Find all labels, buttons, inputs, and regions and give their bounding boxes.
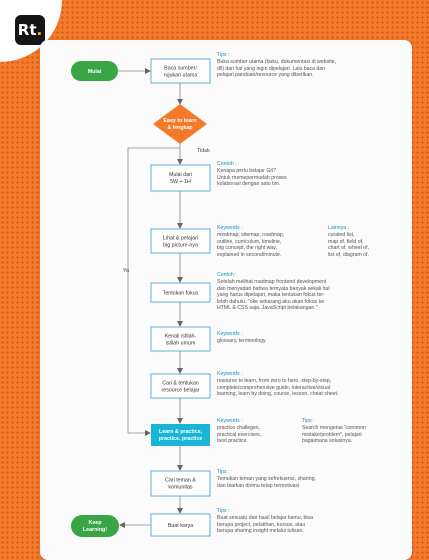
edge-label-no: Tidak: [197, 148, 210, 154]
connectors: [118, 68, 183, 528]
svg-text:Keep: Keep: [89, 520, 103, 526]
step-read-sources: Baca sumber/ rujukan utama: [150, 58, 211, 84]
svg-text:Cari & tentukan: Cari & tentukan: [162, 381, 199, 387]
step-create-work: Buat karya: [150, 513, 211, 537]
svg-text:Learning!: Learning!: [83, 527, 107, 533]
step-find-resources: Cari & tentukan resource belajar: [150, 373, 211, 399]
svg-text:Mulai: Mulai: [88, 69, 102, 75]
svg-text:& lengkap: & lengkap: [167, 125, 193, 131]
start-node: Mulai: [71, 61, 118, 81]
svg-text:big picture-nya: big picture-nya: [163, 243, 198, 249]
note-5w1h: Contoh : Kenapa perlu belajar Git? Untuk…: [217, 161, 287, 188]
svg-text:Lihat & pelajari: Lihat & pelajari: [163, 236, 198, 242]
edge-label-yes: Ya: [123, 268, 129, 274]
note-determine-focus: Contoh : Setelah melihat roadmap fronten…: [217, 272, 330, 312]
step-big-picture: Lihat & pelajari big picture-nya: [150, 228, 211, 254]
step-determine-focus: Tentukan fokus: [150, 282, 211, 303]
note-big-picture-others: Lainnya : curated list, map of, field of…: [328, 225, 369, 258]
svg-text:resource belajar: resource belajar: [162, 388, 200, 394]
svg-text:Tentukan fokus: Tentukan fokus: [163, 291, 199, 297]
svg-text:Mulai dari: Mulai dari: [169, 172, 192, 178]
svg-text:Easy to learn: Easy to learn: [164, 118, 197, 124]
svg-text:komunitas: komunitas: [168, 485, 192, 491]
svg-text:5W + 1H: 5W + 1H: [170, 179, 191, 185]
note-big-picture-keywords: Keywords : mindmap, sitemap, roadmap, ou…: [217, 225, 285, 258]
flowchart-card: [40, 40, 412, 560]
step-find-community: Cari teman & komunitas: [150, 470, 211, 497]
end-node: Keep Learning!: [71, 515, 119, 537]
note-create-work: Tips : Buat sesuatu dari hasil belajar k…: [217, 508, 314, 535]
svg-text:Cari teman &: Cari teman &: [165, 478, 196, 484]
note-find-community: Tips : Temukan teman yang sefrekuensi, s…: [217, 469, 316, 489]
svg-text:Baca sumber/: Baca sumber/: [164, 66, 197, 72]
note-common-terms: Keywords : glossary, terminology.: [217, 331, 267, 345]
note-find-resources: Keywords : resource to learn, from zero …: [217, 371, 339, 398]
svg-text:Learn & practice,: Learn & practice,: [159, 429, 203, 435]
step-learn-practice: Learn & practice, practice, practice: [151, 424, 210, 446]
svg-text:Buat karya: Buat karya: [168, 523, 193, 529]
step-common-terms: Kenali istilah- istilah umum: [150, 326, 211, 352]
step-5w1h: Mulai dari 5W + 1H: [150, 164, 211, 192]
svg-text:rujukan utama: rujukan utama: [164, 73, 198, 79]
svg-text:istilah umum: istilah umum: [166, 341, 196, 347]
svg-text:practice, practice: practice, practice: [159, 436, 203, 442]
note-practice-keywords: Keywords : practice challeges, practical…: [217, 418, 262, 445]
note-read-sources: Tips : Buka sumber utama (buku, dokument…: [217, 52, 337, 79]
edge-decision-n7-yes: [127, 147, 180, 436]
note-practice-tips: Tips : Search mengenai "common mistake/p…: [302, 418, 366, 445]
svg-text:Kenali istilah-: Kenali istilah-: [165, 334, 197, 340]
brand-logo: Rt.: [15, 15, 45, 45]
decision-easy-complete: Easy to learn & lengkap: [153, 104, 207, 144]
